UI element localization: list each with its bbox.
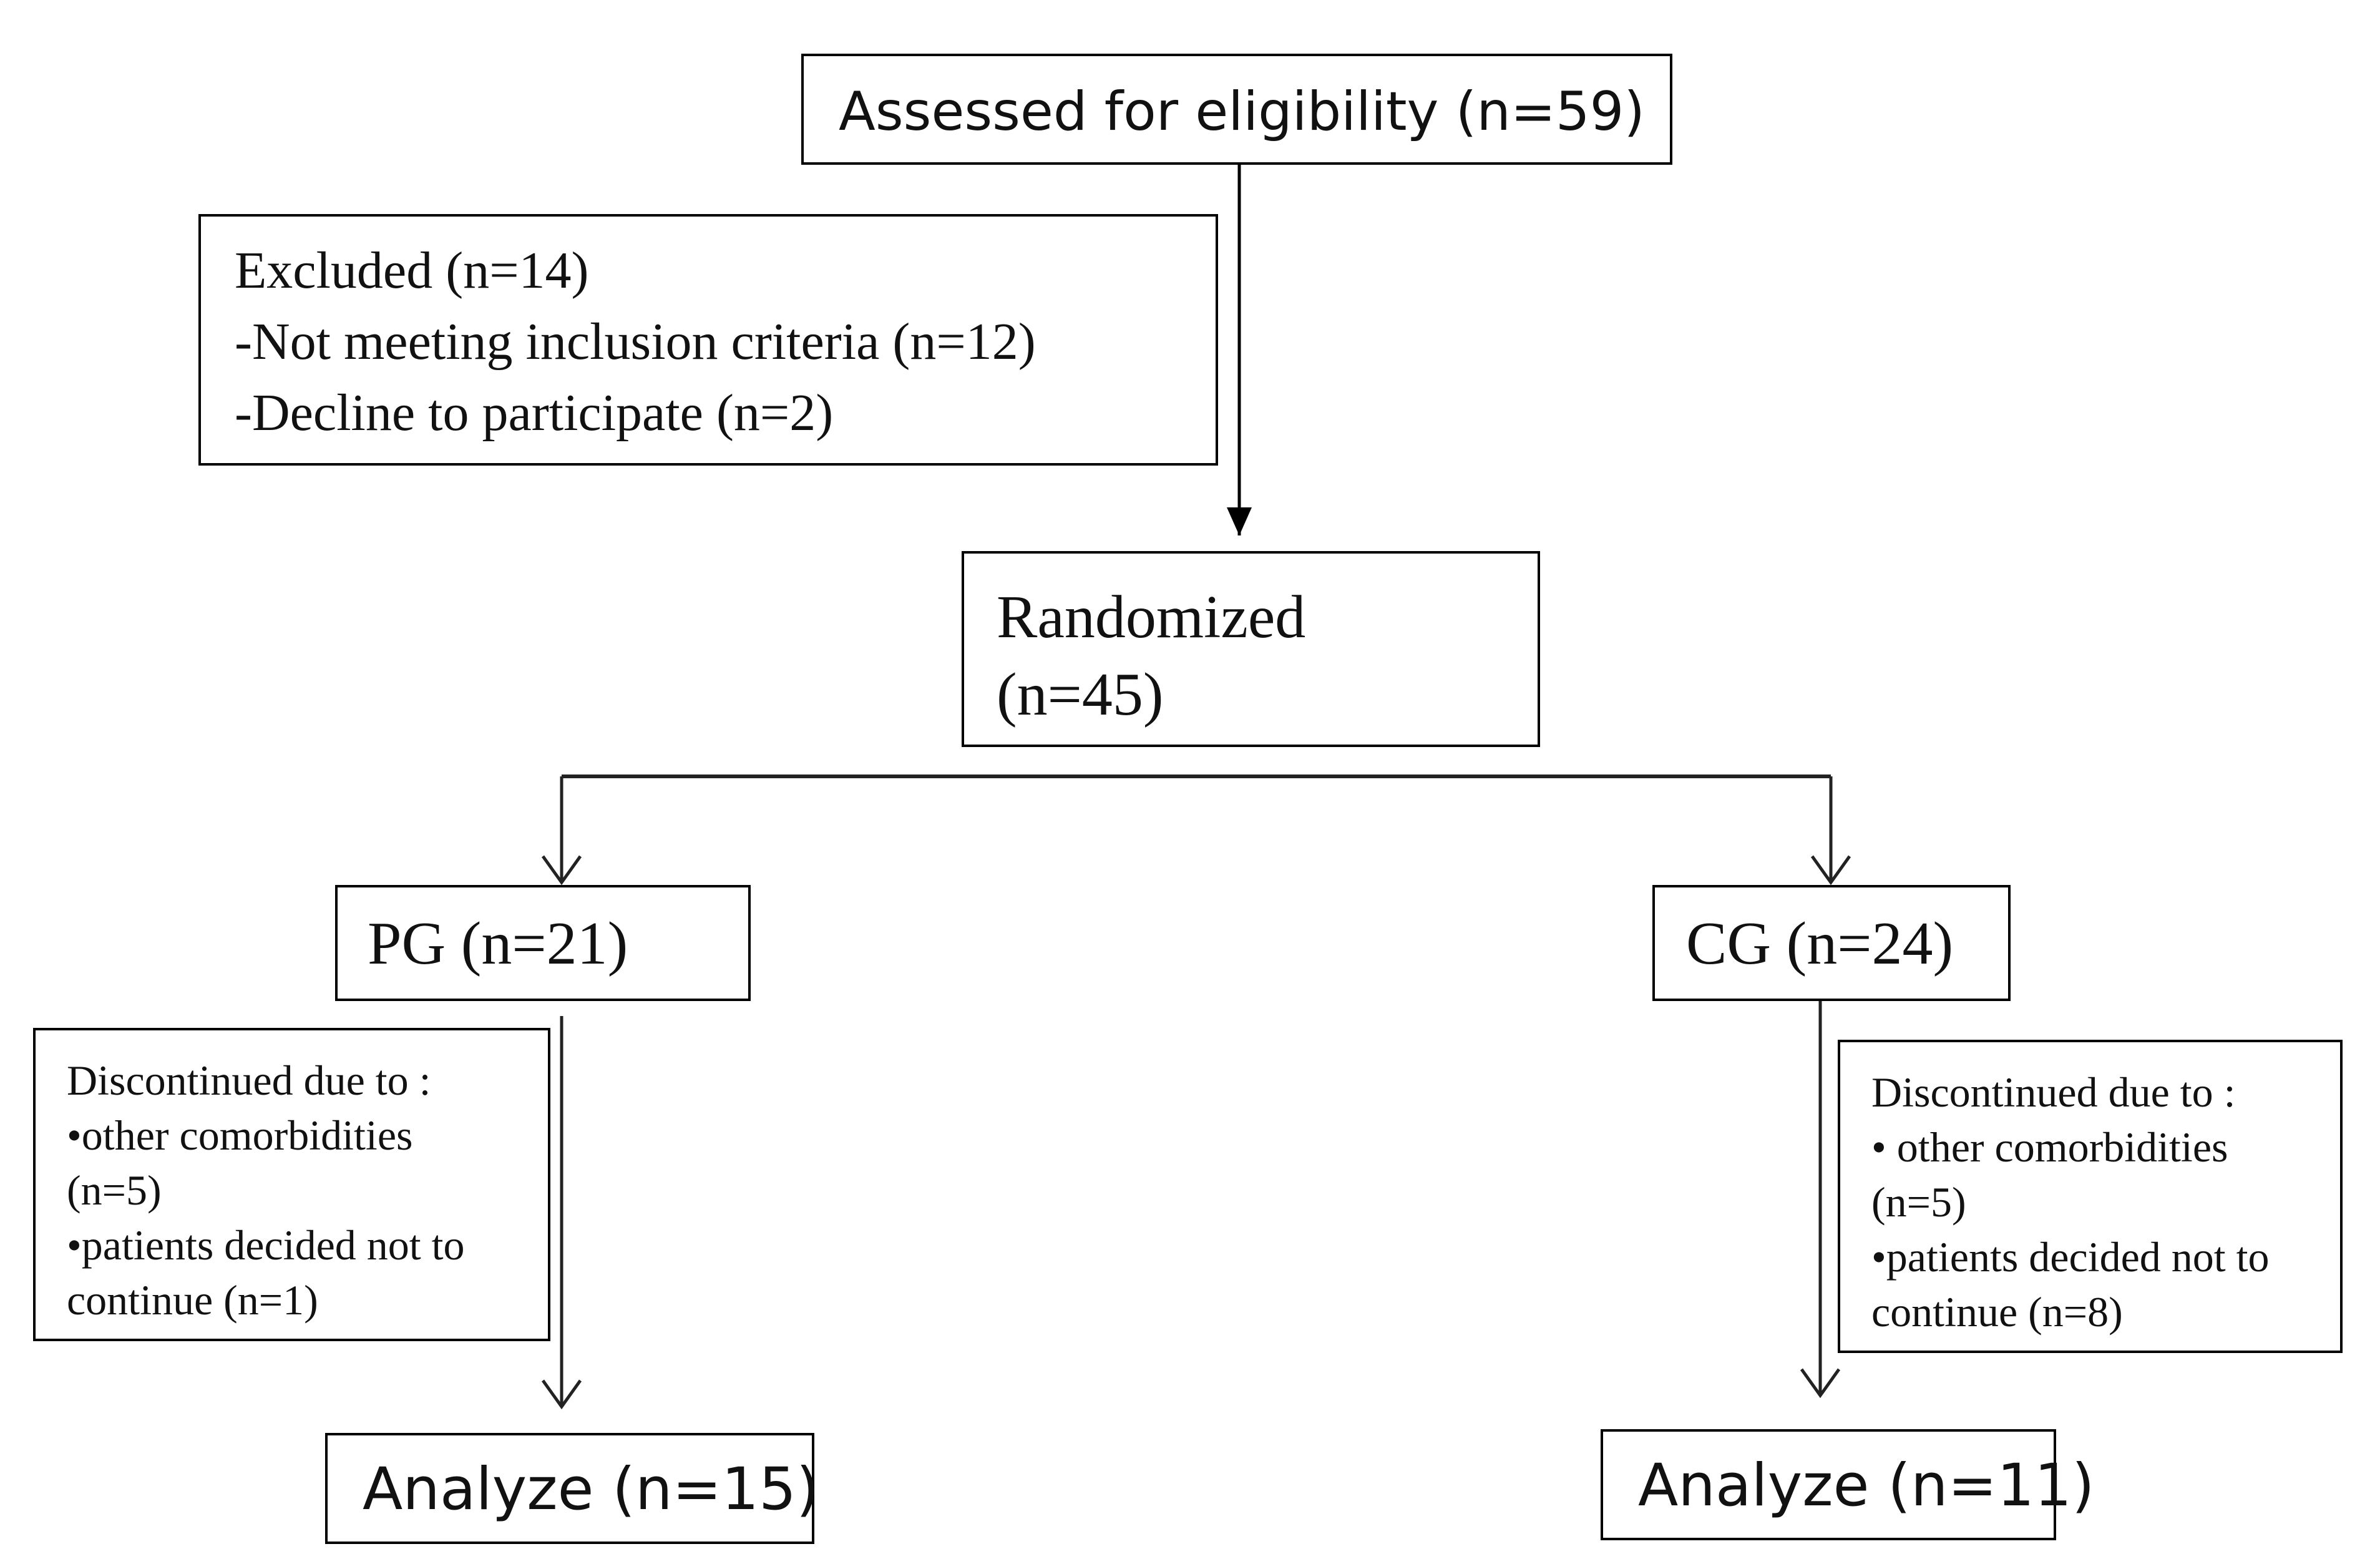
cg-discontinued-reason-1: • other comorbidities [1871,1123,2228,1171]
randomized-count: (n=45) [997,661,1164,728]
pg-group-box: PG (n=21) [335,885,751,1001]
randomized-box: Randomized (n=45) [962,551,1540,747]
pg-analyze-box: Analyze (n=15) [325,1433,819,1544]
cg-group-box: CG (n=24) [1652,885,2011,1001]
pg-discontinued-reason-2-count: continue (n=1) [67,1276,318,1324]
arrowhead-cg [1810,855,1851,886]
cg-analyze-label: Analyze (n=11) [1638,1452,2095,1520]
pg-group-label: PG (n=21) [368,910,628,977]
pg-discontinued-reason-1-count: (n=5) [67,1166,162,1214]
excluded-reason-criteria: -Not meeting inclusion criteria (n=12) [235,313,1036,371]
cg-group-label: CG (n=24) [1686,910,1954,977]
pg-discontinued-reason-1: •other comorbidities [67,1112,413,1159]
excluded-box: Excluded (n=14) -Not meeting inclusion c… [198,214,1218,466]
pg-discontinued-box: Discontinued due to : •other comorbiditi… [33,1028,550,1341]
excluded-reason-declined: -Decline to participate (n=2) [235,384,834,442]
cg-discontinued-reason-2: •patients decided not to [1871,1233,2270,1281]
pg-discontinued-reason-2: •patients decided not to [67,1221,465,1269]
arrowhead-pg [541,855,582,886]
pg-discontinued-title: Discontinued due to : [67,1057,431,1104]
excluded-title: Excluded (n=14) [235,242,589,300]
assessed-box: Assessed for eligibility (n=59) [801,54,1672,165]
cg-discontinued-title: Discontinued due to : [1871,1068,2236,1116]
cg-discontinued-reason-2-count: continue (n=8) [1871,1288,2123,1336]
arrowhead-cg-analyze [1800,1368,1841,1399]
pg-analyze-label: Analyze (n=15) [363,1455,819,1523]
cg-discontinued-reason-1-count: (n=5) [1871,1178,1966,1226]
cg-analyze-box: Analyze (n=11) [1601,1429,2095,1540]
arrowhead-pg-analyze [541,1379,582,1410]
randomized-label: Randomized [997,584,1306,651]
assessed-label: Assessed for eligibility (n=59) [839,81,1645,143]
cg-discontinued-box: Discontinued due to : • other comorbidit… [1838,1040,2343,1353]
